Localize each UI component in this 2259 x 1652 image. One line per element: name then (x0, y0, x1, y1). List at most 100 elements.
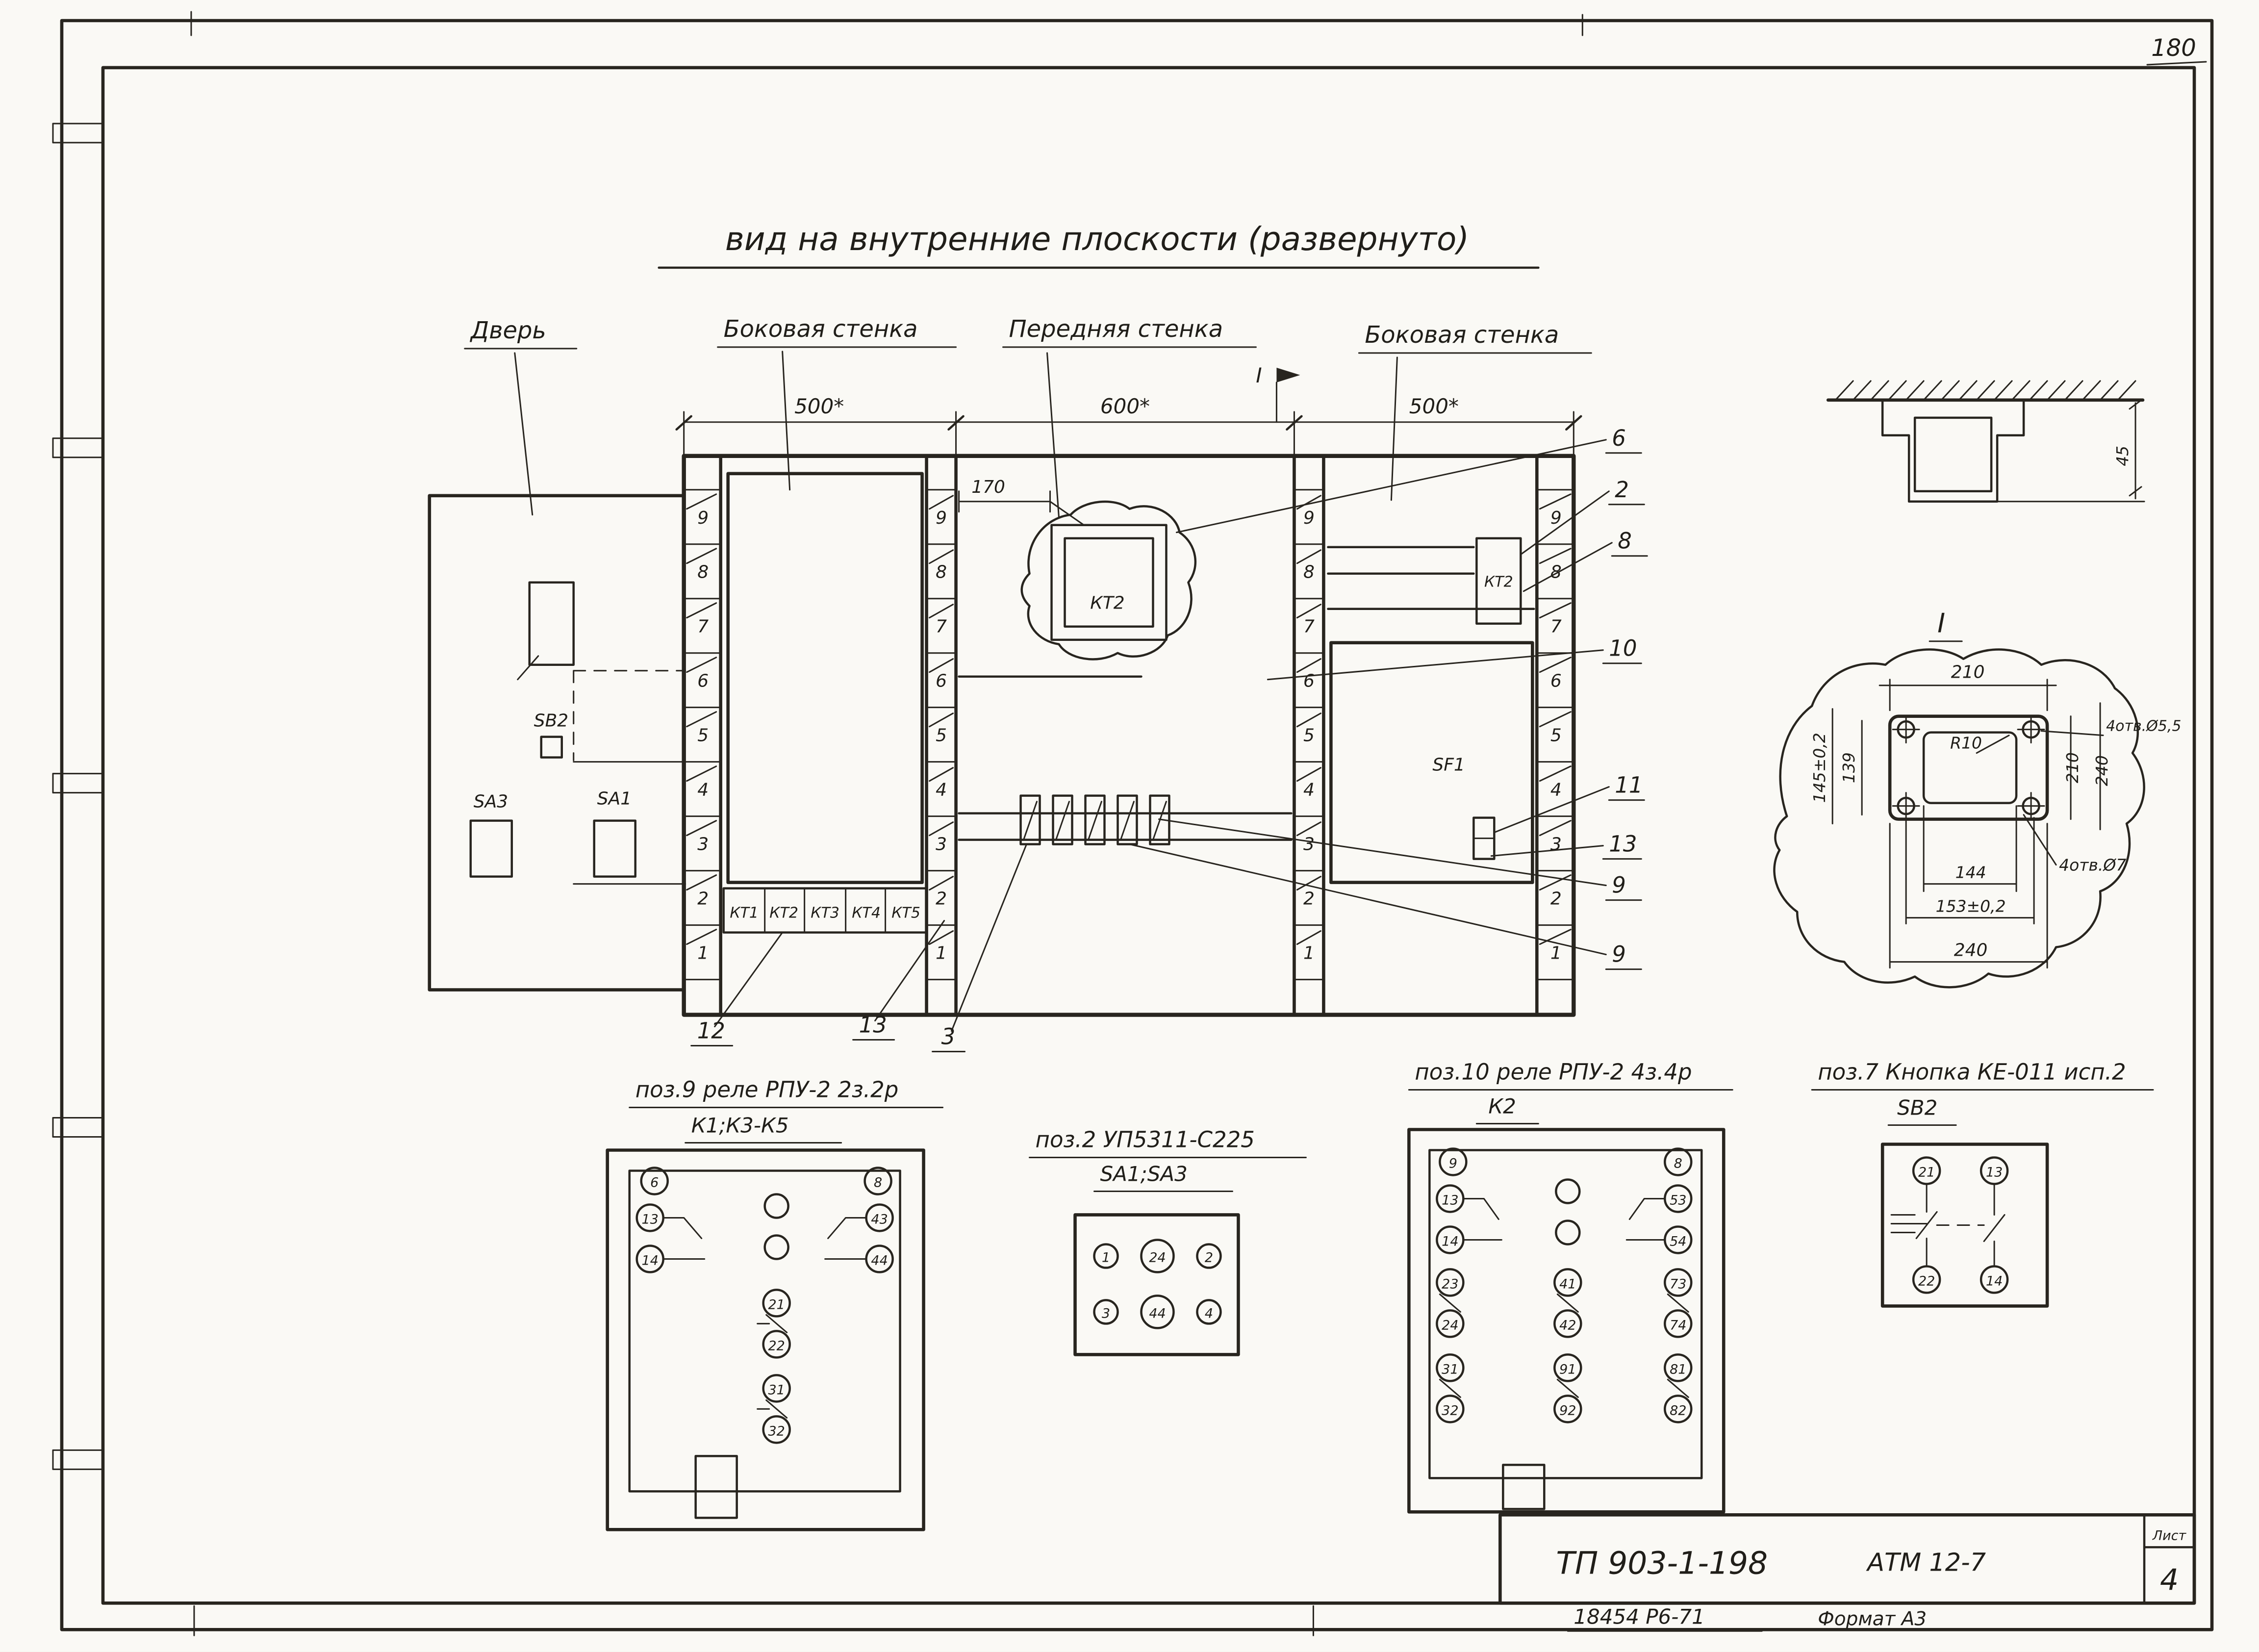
callouts: 6 2 8 10 11 13 9 9 12 13 3 (690, 425, 1648, 1053)
callout-underlines-bottom (690, 1039, 966, 1053)
title-block-box (1498, 1513, 2196, 1605)
row-number: 6 (1550, 671, 1562, 691)
wiring-ducts (958, 675, 1293, 841)
row-number: 8 (1550, 562, 1562, 583)
pin-circle (762, 1415, 791, 1444)
relay-kt3: КТ3 (811, 905, 839, 922)
label-side-right-leader (1358, 352, 1592, 501)
pin-circle (1436, 1309, 1465, 1338)
callout-13: 13 (1609, 831, 1637, 857)
poz10-title: поз.10 реле РПУ-2 4з.4р (1415, 1059, 1692, 1085)
poz9-contact-symbols (662, 1217, 867, 1419)
dim-ticks (675, 415, 1582, 431)
poz9-subtitle: К1;К3-К5 (691, 1113, 789, 1137)
row-number: 3 (1303, 835, 1315, 855)
holes-small-leader (2040, 730, 2104, 737)
pin-label: 32 (1442, 1403, 1458, 1418)
title-block: ТП 903-1-198 АТМ 12-7 Лист 4 18454 Р6-71… (1498, 1513, 2196, 1632)
pin-label: 13 (1986, 1165, 2003, 1180)
poz10-coil (1502, 1464, 1546, 1510)
callout-9a: 9 (1612, 872, 1626, 898)
pin-label: 3 (1102, 1306, 1110, 1321)
holes-big-note: 4отв.Ø7 (2059, 856, 2126, 875)
dim-240-bottom: 240 (1954, 940, 1988, 961)
row-number: 1 (936, 943, 947, 964)
callout-10: 10 (1609, 635, 1637, 661)
strip4-dividers (1536, 489, 1574, 981)
section-flag (1276, 367, 1300, 382)
pin-label: 44 (871, 1253, 888, 1268)
pin-label: 92 (1559, 1403, 1576, 1418)
poz10-inner-box (1428, 1149, 1703, 1479)
pin-circle (640, 1167, 669, 1195)
dim-210-right: 210 (2063, 752, 2082, 783)
label-front: Передняя стенка (1009, 315, 1223, 343)
door-outline (428, 494, 685, 991)
pin-label: 73 (1670, 1276, 1686, 1292)
poz9-title: поз.9 реле РПУ-2 2з.2р (635, 1077, 899, 1103)
pin-circle (1553, 1395, 1582, 1423)
dim-600: 600* (1100, 394, 1150, 418)
object-code: АТМ 12-7 (1866, 1548, 1986, 1577)
mount-dim-lines (1996, 399, 2145, 503)
hole-crosshairs (1892, 715, 2045, 820)
pin-circle (762, 1330, 791, 1359)
callout-2: 2 (1615, 477, 1629, 503)
pin-circle (762, 1374, 791, 1403)
row-number: 9 (697, 508, 709, 528)
sa1-switch (593, 819, 636, 878)
row-number: 2 (697, 889, 709, 909)
pin-label: 13 (642, 1212, 659, 1227)
pin-label: 44 (1149, 1306, 1166, 1321)
relay-row-dividers (764, 888, 887, 934)
poz10-contact-symbols (1439, 1197, 1689, 1398)
relay-kt5: КТ5 (891, 905, 920, 922)
edge-ticks (190, 11, 1583, 1636)
poz9-inner-box (628, 1169, 901, 1493)
pin-circle (1093, 1243, 1119, 1269)
row-number: 9 (1303, 508, 1315, 528)
label-door-leader (464, 348, 578, 516)
pin-circle (863, 1167, 892, 1195)
pin-label: 2 (1205, 1250, 1213, 1265)
row-number: 2 (1303, 889, 1315, 909)
row-number: 8 (1303, 562, 1315, 583)
row-number: 3 (697, 835, 709, 855)
pin-label: 13 (1442, 1193, 1458, 1208)
row-number: 7 (1550, 617, 1562, 637)
section-mark-label: I (1256, 363, 1262, 387)
pin-label: 31 (1442, 1362, 1458, 1377)
pin-label: 8 (874, 1175, 882, 1190)
callout-12: 12 (697, 1018, 725, 1044)
row-number: 9 (1550, 508, 1562, 528)
poz10-subtitle: К2 (1488, 1094, 1516, 1118)
row-number: 6 (697, 671, 709, 691)
right-wall-panel (1329, 641, 1534, 884)
dim-r10: R10 (1950, 734, 1982, 753)
label-sa1: SA1 (597, 789, 632, 809)
pin-label: 14 (1442, 1234, 1458, 1249)
pin-label: 54 (1670, 1234, 1686, 1249)
pin-circle-blank (763, 1193, 789, 1219)
detail-I: I 210 139 145±0,2 R10 210 240 4отв.Ø5,5 … (1773, 608, 2181, 989)
row-number: 5 (1303, 726, 1315, 746)
terminal (1117, 794, 1138, 845)
outer-border (60, 19, 2214, 1631)
relay-row (722, 887, 928, 934)
poz7-contact-symbols (1890, 1183, 2005, 1267)
detail-i-dim-lines (1831, 679, 2101, 969)
kt2-right-box (1475, 537, 1522, 625)
door-lamp-pointer (517, 655, 539, 681)
callout-13b: 13 (859, 1012, 887, 1038)
row-number: 3 (1550, 835, 1562, 855)
left-wall-panel (726, 472, 924, 884)
poz2-subtitle: SA1;SA3 (1100, 1162, 1188, 1186)
row-number: 8 (697, 562, 709, 583)
poz2-title: поз.2 УП5311-С225 (1036, 1126, 1255, 1152)
pin-label: 81 (1670, 1362, 1686, 1377)
row-number: 2 (1550, 889, 1562, 909)
pin-label: 14 (642, 1253, 659, 1268)
pin-label: 23 (1442, 1276, 1458, 1292)
pin-label: 1 (1102, 1250, 1110, 1265)
row-number: 7 (697, 617, 709, 637)
